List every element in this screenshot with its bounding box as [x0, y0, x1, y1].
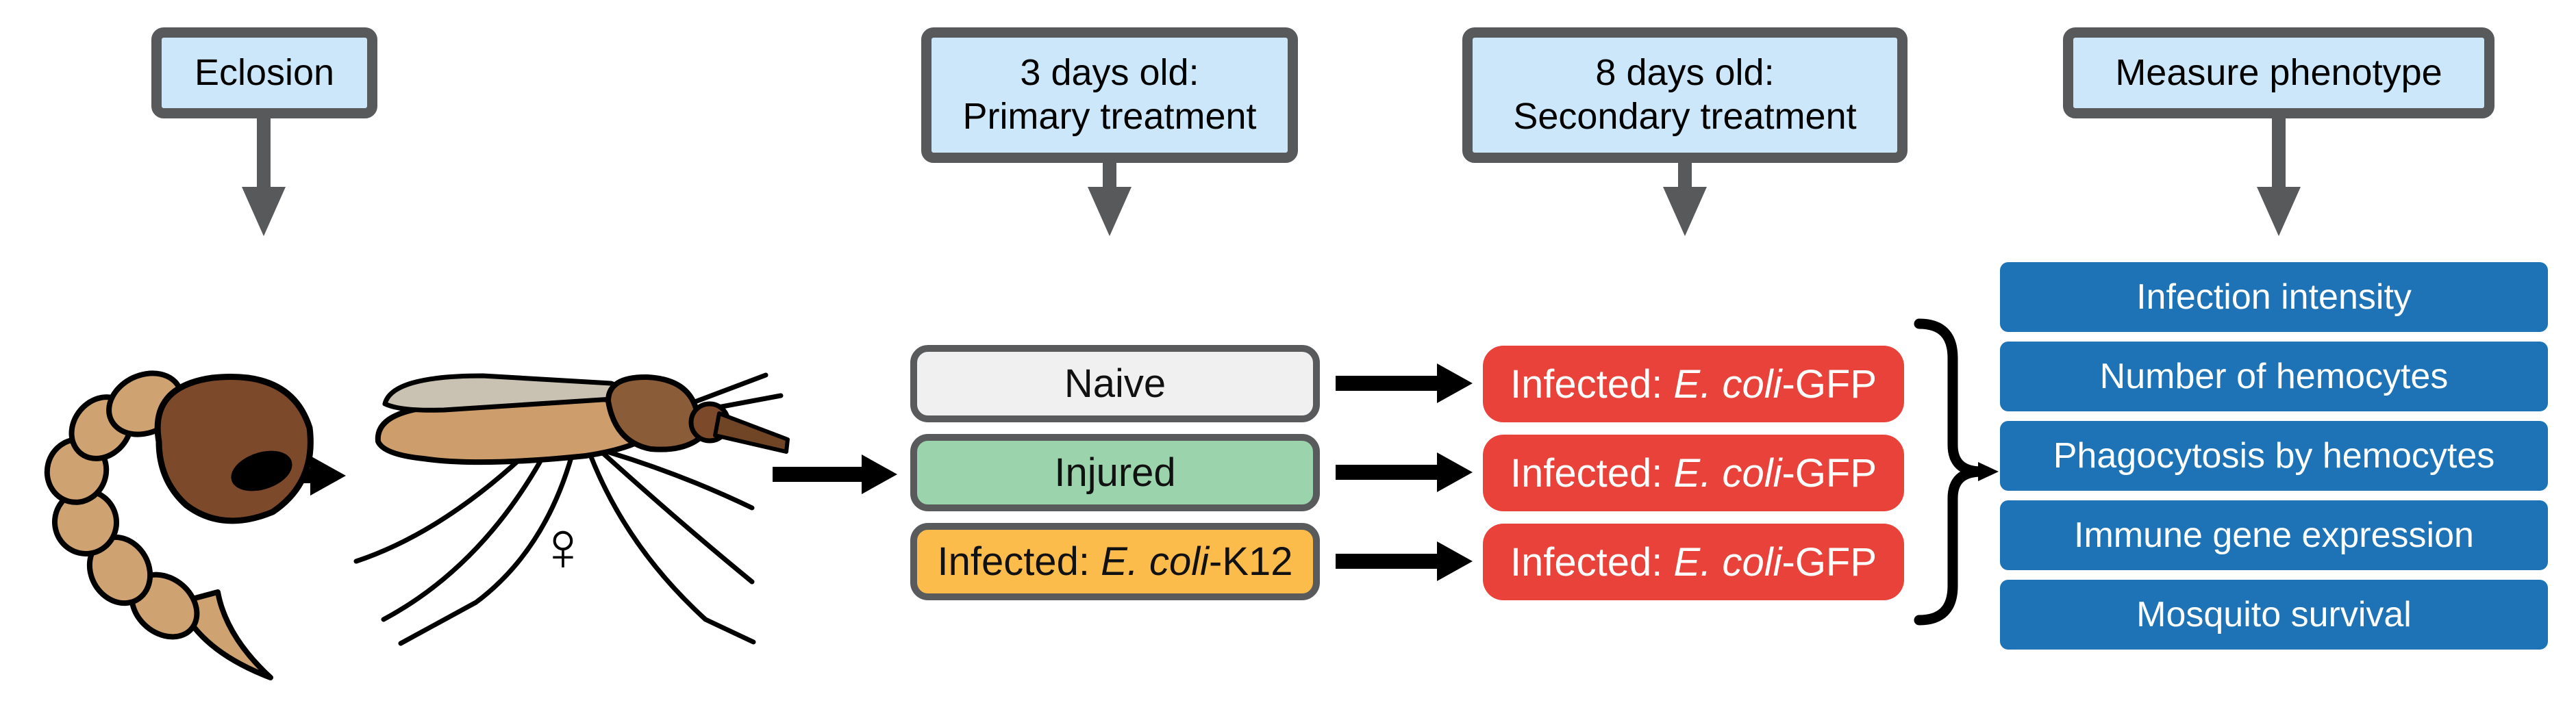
treatment-label: Naive [1064, 361, 1166, 406]
mosquito-leg [588, 452, 756, 645]
phenotype-label: Number of hemocytes [2099, 357, 2449, 396]
phenotype-label: Phagocytosis by hemocytes [2053, 436, 2495, 476]
mosquito-leg [381, 457, 544, 622]
down-arrow-primary [1088, 162, 1131, 236]
timeline-label: Measure phenotype [2115, 51, 2442, 93]
mosquito-leg [599, 449, 755, 585]
timeline-label-line: 8 days old: [1595, 52, 1775, 94]
timeline-label-line: 3 days old: [1020, 52, 1199, 94]
timeline-box-secondary-treatment: 8 days old: Secondary treatment [1462, 27, 1908, 163]
mosquito-antenna [690, 372, 768, 405]
mosquito-icon [353, 372, 790, 646]
treatment-box-naive: Naive [910, 345, 1320, 422]
timeline-box-eclosion: Eclosion [151, 27, 377, 118]
arrow-naive-to-gfp [1336, 363, 1473, 403]
phenotype-box-phagocytosis: Phagocytosis by hemocytes [2000, 421, 2548, 491]
challenge-box-infected-gfp-2: Infected: E. coli-GFP [1483, 435, 1904, 511]
phenotype-box-immune-gene-expression: Immune gene expression [2000, 500, 2548, 570]
mosquito-leg [353, 456, 523, 564]
pupa-eye [231, 450, 292, 491]
phenotype-box-mosquito-survival: Mosquito survival [2000, 580, 2548, 650]
challenge-box-infected-gfp-1: Infected: E. coli-GFP [1483, 346, 1904, 422]
timeline-label-line: Primary treatment [962, 96, 1257, 137]
arrow-adult-to-treatments [773, 454, 897, 494]
female-symbol: ♀ [536, 507, 590, 585]
timeline-label: Eclosion [194, 51, 335, 93]
down-arrow-eclosion [242, 118, 286, 236]
mosquito-leg [593, 446, 755, 511]
phenotype-label: Infection intensity [2136, 277, 2412, 317]
phenotype-box-infection-intensity: Infection intensity [2000, 262, 2548, 332]
arrow-k12-to-gfp [1336, 541, 1473, 581]
challenge-label: Infected: E. coli-GFP [1510, 539, 1877, 585]
timeline-label-line: Secondary treatment [1513, 96, 1857, 137]
treatment-box-infected-k12: Infected: E. coli-K12 [910, 523, 1320, 600]
mosquito-proboscis [713, 411, 790, 454]
timeline-box-primary-treatment: 3 days old: Primary treatment [921, 27, 1298, 163]
timeline-box-measure-phenotype: Measure phenotype [2063, 27, 2494, 118]
treatment-label: Injured [1054, 450, 1176, 495]
phenotype-label: Mosquito survival [2136, 595, 2412, 634]
challenge-label: Infected: E. coli-GFP [1510, 450, 1877, 496]
brace [1914, 318, 1999, 626]
pupa-head [154, 374, 314, 524]
down-arrow-secondary [1663, 162, 1707, 236]
phenotype-label: Immune gene expression [2074, 515, 2474, 555]
challenge-box-infected-gfp-3: Infected: E. coli-GFP [1483, 524, 1904, 600]
down-arrow-measure [2257, 118, 2301, 236]
arrow-injured-to-gfp [1336, 452, 1473, 492]
phenotype-box-number-of-hemocytes: Number of hemocytes [2000, 342, 2548, 411]
pupa-tail [177, 589, 273, 680]
pupa-icon [44, 370, 314, 680]
treatment-label: Infected: E. coli-K12 [937, 539, 1293, 584]
treatment-box-injured: Injured [910, 434, 1320, 511]
mosquito-leg [398, 452, 575, 646]
challenge-label: Infected: E. coli-GFP [1510, 361, 1877, 407]
